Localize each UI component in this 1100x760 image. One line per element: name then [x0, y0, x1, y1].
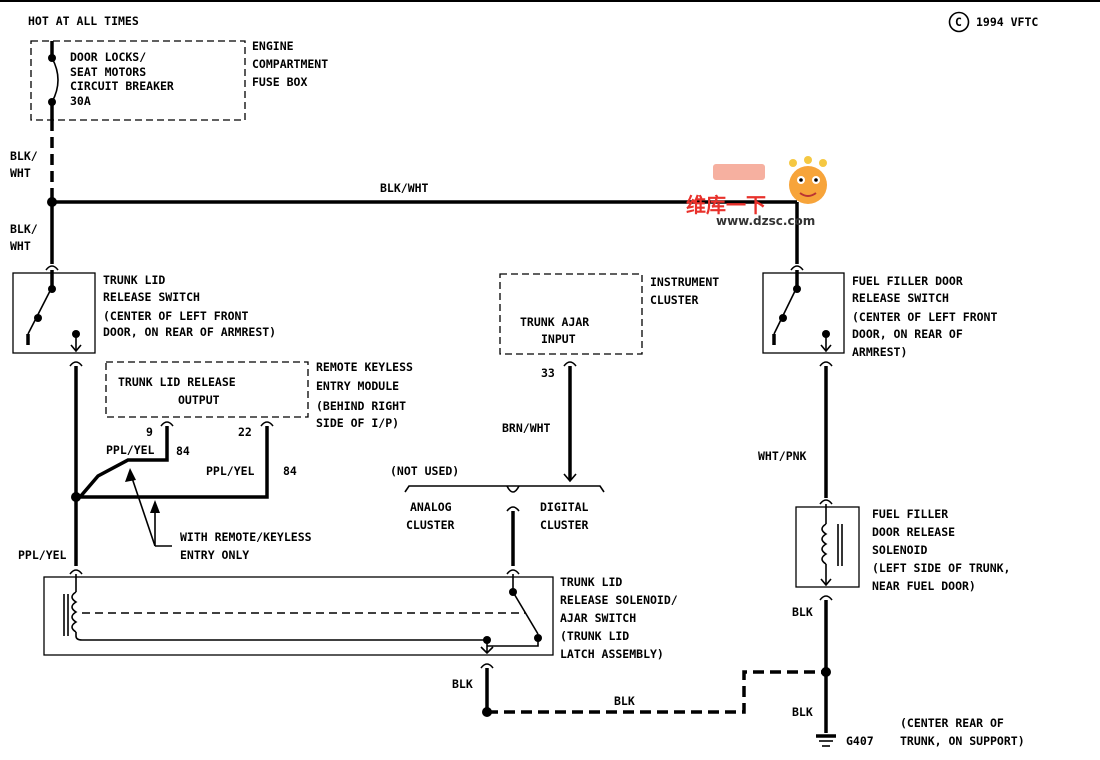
cluster-inner-line-1: TRUNK AJAR — [520, 315, 589, 329]
wire-brn-wht-arrow — [563, 473, 577, 483]
keyless-label-1: REMOTE KEYLESS — [316, 360, 413, 374]
ground-location-1: (CENTER REAR OF — [900, 716, 1004, 730]
wire-label-ppl-yel-b: PPL/YEL — [206, 464, 255, 478]
connector-latch-ground — [480, 663, 494, 669]
wire-label-blk-wht-bus: BLK/WHT — [380, 181, 429, 195]
cluster-analog-line-1: ANALOG — [410, 500, 452, 514]
wire-keyless-pin-b — [76, 426, 269, 499]
connector-keyless-pin-a — [160, 421, 174, 427]
connector-cluster-to-switch — [506, 506, 520, 512]
wire-label-blk-d: BLK — [792, 705, 813, 719]
cluster-digital-line-1: DIGITAL — [540, 500, 589, 514]
cluster-pin: 33 — [541, 366, 555, 380]
ground-symbol — [816, 734, 836, 747]
fuse-device-line-4: 30A — [70, 94, 91, 108]
trunk-switch-label-4: DOOR, ON REAR OF ARMREST) — [103, 325, 276, 339]
keyless-pin-b: 22 — [238, 425, 252, 439]
cluster-option-bracket — [404, 485, 605, 493]
connector-fuel-solenoid-out — [819, 595, 833, 601]
wire-label-blk-a: BLK — [452, 677, 473, 691]
trunk-lid-latch-assembly: TRUNK LID RELEASE SOLENOID/ AJAR SWITCH … — [43, 569, 678, 661]
remote-note-line-2: ENTRY ONLY — [180, 548, 249, 562]
fuse-location-line-3: FUSE BOX — [252, 75, 307, 89]
keyless-inner-line-1: TRUNK LID RELEASE — [118, 375, 236, 389]
wire-blk-ground-run — [487, 670, 826, 714]
keyless-pin-a: 9 — [146, 425, 153, 439]
copyright-symbol: C — [955, 15, 962, 29]
watermark-logo: 维库一下 www.dzsc.com — [686, 156, 827, 228]
keyless-label-3: (BEHIND RIGHT — [316, 399, 406, 413]
ground-location-2: TRUNK, ON SUPPORT) — [900, 734, 1025, 748]
watermark-url: www.dzsc.com — [716, 214, 815, 228]
wire-label-blk-c: BLK — [792, 605, 813, 619]
splice-ground-join — [821, 667, 831, 677]
trunk-switch-label-1: TRUNK LID — [103, 273, 165, 287]
cluster-label-2: CLUSTER — [650, 293, 699, 307]
wire-label-ppl-yel-c: PPL/YEL — [18, 548, 67, 562]
wire-label-blk-wht-a2: WHT — [10, 166, 31, 180]
wire-label-brn-wht: BRN/WHT — [502, 421, 551, 435]
fuel-switch-label-2: RELEASE SWITCH — [852, 291, 949, 305]
ground-id: G407 — [846, 734, 874, 748]
wire-label-wht-pnk: WHT/PNK — [758, 449, 807, 463]
fuel-switch-label-5: ARMREST) — [852, 345, 907, 359]
wire-label-blk-b: BLK — [614, 694, 635, 708]
wire-label-blk-wht-b1: BLK/ — [10, 222, 38, 236]
fuse-device-line-1: DOOR LOCKS/ — [70, 50, 146, 64]
remote-note-arrows — [125, 468, 172, 547]
trunk-solenoid-label-2: RELEASE SOLENOID/ — [560, 593, 678, 607]
trunk-solenoid-label-4: (TRUNK LID — [560, 629, 629, 643]
wire-keyless-pin-a — [78, 426, 169, 499]
instrument-cluster: TRUNK AJAR INPUT INSTRUMENT CLUSTER 33 — [499, 273, 719, 380]
copyright-mark: C 1994 VFTC — [948, 11, 1038, 33]
connector-fuel-switch-out — [819, 361, 833, 367]
fuse-box: DOOR LOCKS/ SEAT MOTORS CIRCUIT BREAKER … — [30, 39, 328, 121]
cluster-inner-line-2: INPUT — [541, 332, 576, 346]
trunk-switch-label-3: (CENTER OF LEFT FRONT — [103, 309, 248, 323]
fuse-device-line-2: SEAT MOTORS — [70, 65, 146, 79]
fuel-switch-label-4: DOOR, ON REAR OF — [852, 327, 963, 341]
remote-note-line-1: WITH REMOTE/KEYLESS — [180, 530, 312, 544]
fuel-solenoid-label-4: (LEFT SIDE OF TRUNK, — [872, 561, 1010, 575]
fuel-switch-label-1: FUEL FILLER DOOR — [852, 274, 963, 288]
fuel-filler-door-release-switch: FUEL FILLER DOOR RELEASE SWITCH (CENTER … — [762, 265, 997, 359]
trunk-solenoid-label-1: TRUNK LID — [560, 575, 622, 589]
keyless-pin-b-circuit: 84 — [283, 464, 297, 478]
fuse-device-line-3: CIRCUIT BREAKER — [70, 79, 174, 93]
trunk-lid-release-switch: TRUNK LID RELEASE SWITCH (CENTER OF LEFT… — [12, 265, 276, 354]
fuse-location-line-1: ENGINE — [252, 39, 294, 53]
cluster-analog-line-2: CLUSTER — [406, 518, 455, 532]
cluster-digital-line-2: CLUSTER — [540, 518, 589, 532]
remote-keyless-entry-module: TRUNK LID RELEASE OUTPUT REMOTE KEYLESS … — [105, 360, 413, 478]
fuel-switch-label-3: (CENTER OF LEFT FRONT — [852, 310, 997, 324]
fuse-location-line-2: COMPARTMENT — [252, 57, 328, 71]
connector-keyless-pin-b — [260, 421, 274, 427]
fuel-solenoid-label-3: SOLENOID — [872, 543, 927, 557]
trunk-solenoid-label-5: LATCH ASSEMBLY) — [560, 647, 664, 661]
keyless-pin-a-circuit: 84 — [176, 444, 190, 458]
keyless-inner-line-2: OUTPUT — [178, 393, 220, 407]
fuel-solenoid-label-2: DOOR RELEASE — [872, 525, 955, 539]
power-source-label: HOT AT ALL TIMES — [28, 14, 139, 28]
connector-trunk-switch-out — [69, 361, 83, 367]
copyright-text: 1994 VFTC — [976, 15, 1038, 29]
wire-label-blk-wht-b2: WHT — [10, 239, 31, 253]
trunk-switch-label-2: RELEASE SWITCH — [103, 290, 200, 304]
wire-label-ppl-yel-a: PPL/YEL — [106, 443, 155, 457]
fuel-solenoid-label-5: NEAR FUEL DOOR) — [872, 579, 976, 593]
connector-cluster-pin — [563, 361, 577, 367]
cluster-not-used: (NOT USED) — [390, 464, 459, 478]
keyless-label-2: ENTRY MODULE — [316, 379, 399, 393]
keyless-label-4: SIDE OF I/P) — [316, 416, 399, 430]
watermark-logo-text: 维库一下 — [686, 193, 766, 217]
fuel-filler-door-release-solenoid: FUEL FILLER DOOR RELEASE SOLENOID (LEFT … — [795, 499, 1010, 593]
wire-label-blk-wht-a1: BLK/ — [10, 149, 38, 163]
cluster-label-1: INSTRUMENT — [650, 275, 719, 289]
fuel-solenoid-label-1: FUEL FILLER — [872, 507, 948, 521]
trunk-solenoid-label-3: AJAR SWITCH — [560, 611, 636, 625]
